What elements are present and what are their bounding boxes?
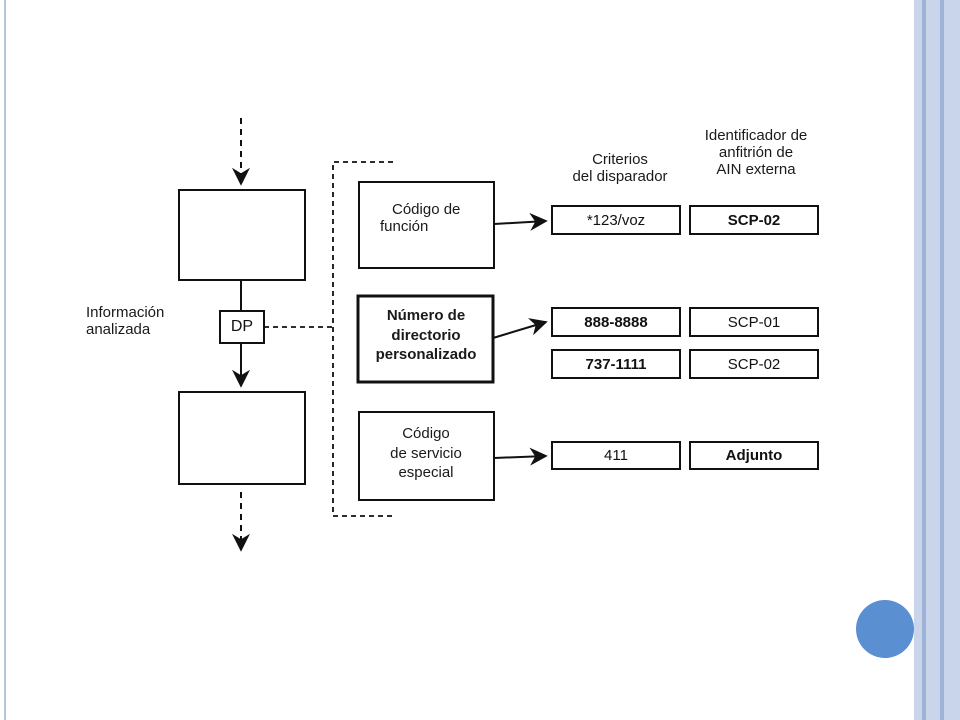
left-label-line-2: analizada bbox=[86, 320, 151, 338]
criteria-box-2 bbox=[551, 307, 681, 337]
right-decorative-stripes bbox=[914, 0, 960, 720]
host-value-4: Adjunto bbox=[725, 447, 783, 464]
left-label: Información analizada bbox=[86, 304, 165, 339]
trigger-3-line-3: especial bbox=[398, 464, 454, 481]
trigger-2-line-2: directorio bbox=[391, 326, 461, 344]
left-label-line-1: Información bbox=[86, 304, 165, 321]
trigger-label-3: Código de servicio especial bbox=[362, 424, 490, 483]
trigger-box-1 bbox=[358, 181, 495, 269]
slide-border-left bbox=[4, 0, 6, 720]
host-box-4 bbox=[689, 441, 819, 470]
trigger-3-line-1: Código bbox=[402, 425, 450, 442]
accent-circle bbox=[856, 600, 914, 658]
criteria-header: Criterios del disparador bbox=[552, 151, 688, 186]
trigger-label-2: Número de directorio personalizado bbox=[362, 306, 490, 365]
identifier-header-line-2: anfitrión de bbox=[718, 143, 794, 161]
identifier-header-line-3: AIN externa bbox=[716, 160, 796, 178]
criteria-header-line-1: Criterios bbox=[592, 151, 648, 168]
trigger-3-line-2: de servicio bbox=[390, 444, 462, 462]
trigger-1-line-2: función bbox=[380, 217, 429, 235]
criteria-value-2: 888-8888 bbox=[584, 313, 648, 331]
criteria-header-line-2: del disparador bbox=[572, 167, 668, 185]
host-value-1: SCP-02 bbox=[727, 211, 781, 229]
dp-label: DP bbox=[230, 318, 254, 335]
host-value-3: SCP-02 bbox=[727, 355, 781, 373]
trigger-2-line-1: Número de bbox=[386, 307, 466, 324]
criteria-box-4 bbox=[551, 441, 681, 470]
identifier-header-line-1: Identificador de bbox=[704, 127, 808, 144]
lower-process-box bbox=[178, 391, 306, 485]
host-box-2 bbox=[689, 307, 819, 337]
criteria-value-1: *123/voz bbox=[586, 211, 646, 229]
criteria-box-3 bbox=[551, 349, 681, 379]
identifier-header: Identificador de anfitrión de AIN extern… bbox=[684, 127, 828, 178]
trigger-1-line-1: Código de bbox=[392, 201, 461, 218]
trigger-2-line-3: personalizado bbox=[375, 346, 477, 363]
criteria-box-1 bbox=[551, 205, 681, 235]
trigger-label-1: Código de función bbox=[380, 201, 461, 236]
host-box-1 bbox=[689, 205, 819, 235]
host-box-3 bbox=[689, 349, 819, 379]
dashed-bracket bbox=[332, 161, 393, 517]
host-value-2: SCP-01 bbox=[727, 313, 781, 331]
upper-process-box bbox=[178, 189, 306, 281]
trigger-box-3 bbox=[358, 411, 495, 501]
criteria-value-3: 737-1111 bbox=[585, 355, 647, 373]
trigger-box-2 bbox=[356, 294, 495, 384]
criteria-value-4: 411 bbox=[604, 447, 628, 464]
